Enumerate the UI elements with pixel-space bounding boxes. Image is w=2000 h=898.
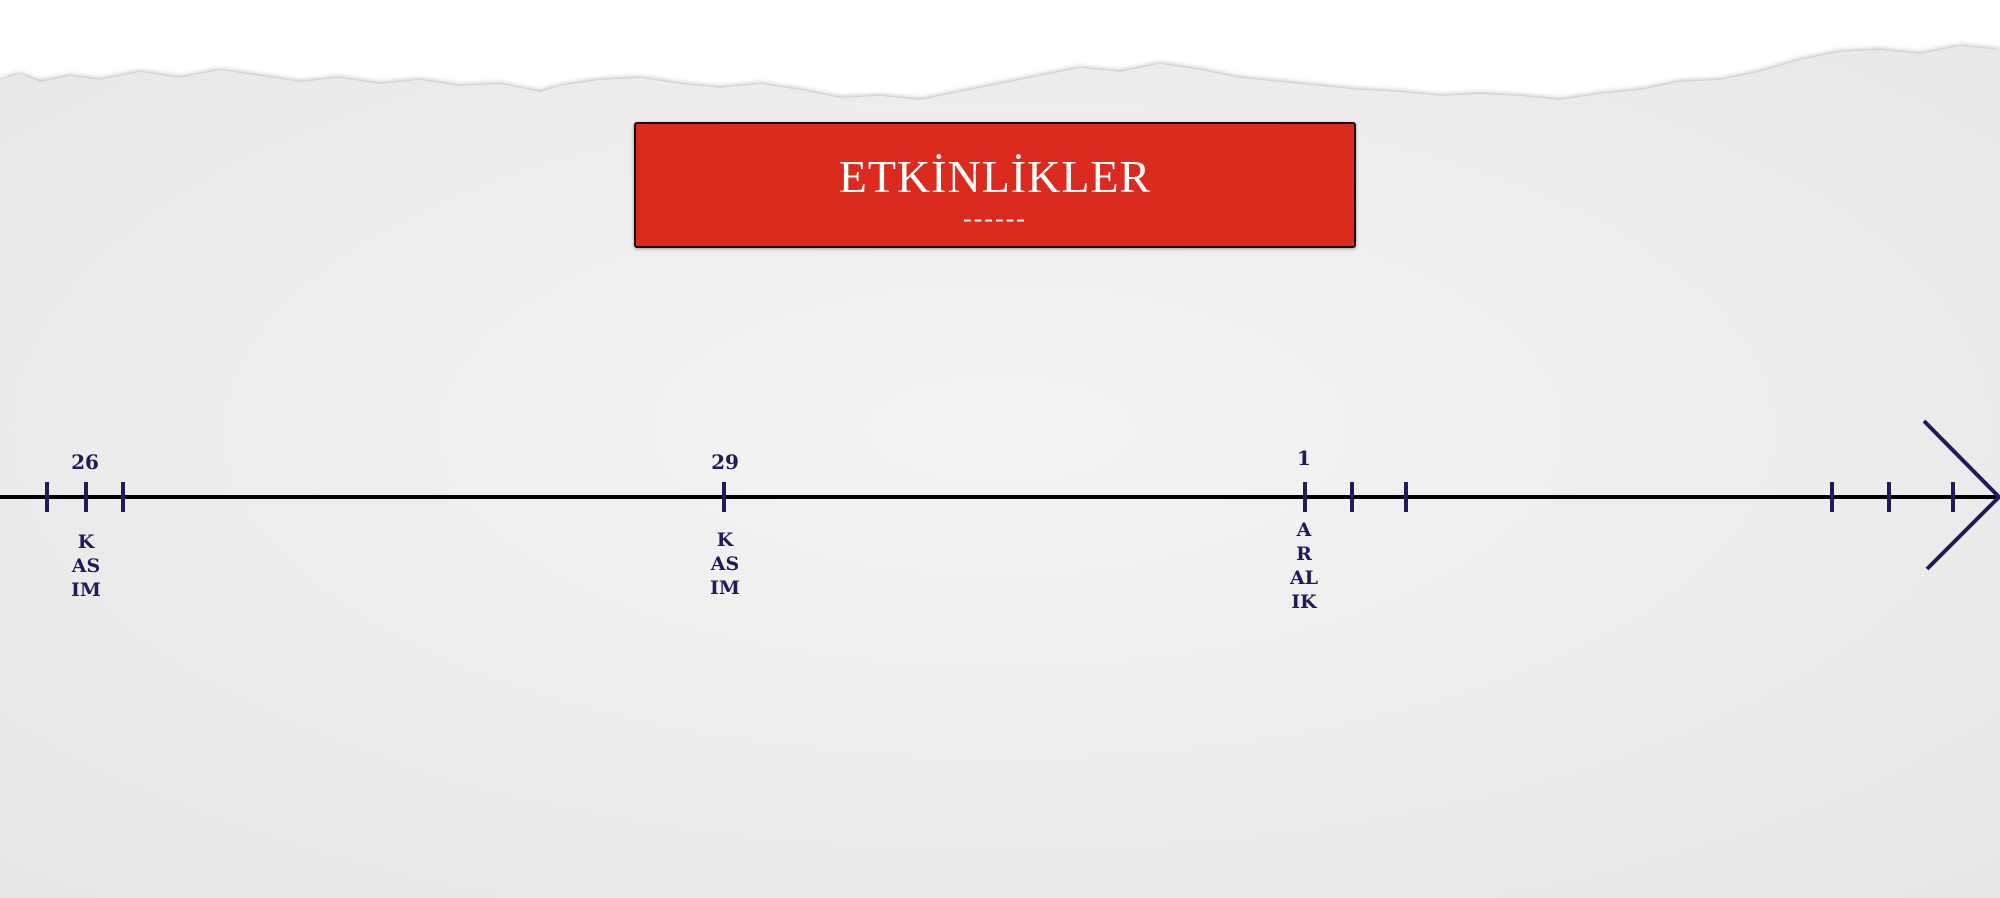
timeline-ticks bbox=[45, 482, 1955, 512]
event-month: KASIM bbox=[71, 531, 101, 601]
title-banner: ETKİNLİKLER ------ bbox=[634, 122, 1356, 248]
event-day: 29 bbox=[711, 450, 739, 474]
event-day: 1 bbox=[1297, 446, 1311, 470]
timeline-arrow-head-icon bbox=[1922, 419, 2000, 571]
event-month: KASIM bbox=[710, 529, 740, 599]
page-title: ETKİNLİKLER bbox=[838, 151, 1152, 202]
title-dashes: ------ bbox=[963, 204, 1027, 233]
event-month: ARALIK bbox=[1289, 519, 1319, 613]
event-day: 26 bbox=[71, 450, 99, 474]
